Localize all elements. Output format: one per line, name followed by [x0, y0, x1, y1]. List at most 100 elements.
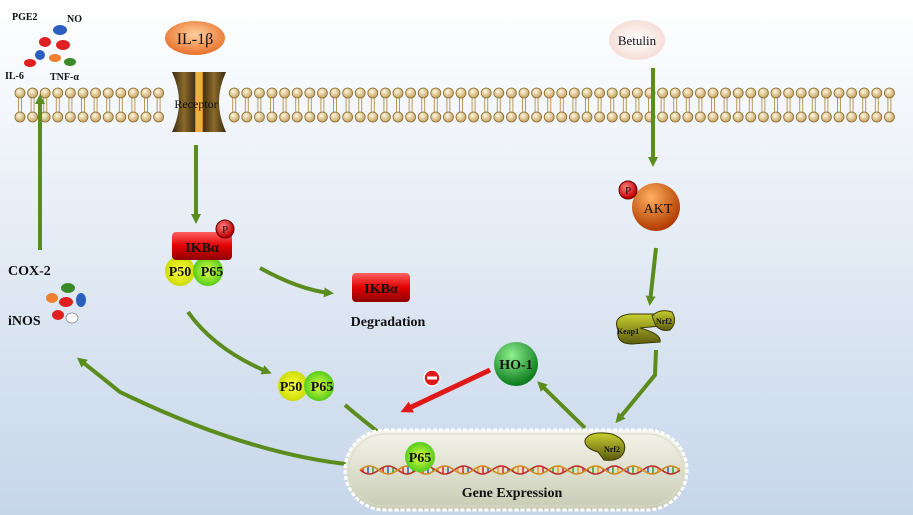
lipid [720, 111, 731, 123]
product-dot [59, 297, 73, 307]
cell-membrane [14, 87, 895, 123]
label-keap1: Keap1 [617, 327, 639, 336]
lipid [871, 111, 883, 123]
lipid [758, 111, 769, 123]
lipid [821, 111, 832, 123]
lipid [770, 111, 782, 123]
receptor: Receptor [172, 72, 226, 132]
arrow-ho1-inhibit [400, 367, 492, 413]
product-dot [46, 293, 58, 303]
arrow-complex-dimer [186, 310, 272, 375]
lipid [90, 87, 101, 99]
keap1-nrf2-complex: Keap1 Nrf2 [616, 310, 676, 345]
lipid [556, 111, 568, 123]
lipid [732, 87, 744, 99]
lipid [14, 87, 26, 99]
activation-arrows [35, 68, 658, 467]
lipid [102, 87, 114, 99]
lipid [140, 87, 152, 99]
label-free-p50: P50 [280, 380, 303, 395]
lipid [858, 87, 870, 99]
label-free-p65: P65 [311, 380, 334, 395]
arrow-ikb-degradation [259, 266, 334, 298]
label-receptor: Receptor [174, 97, 217, 111]
lipid [153, 87, 165, 99]
lipid [581, 87, 593, 99]
lipid [367, 87, 379, 99]
phospho-badge [215, 219, 235, 239]
lipid [354, 111, 366, 123]
lipid [228, 111, 240, 123]
label-il1b: IL-1β [177, 31, 214, 48]
lipid [833, 111, 845, 123]
lipid [379, 87, 391, 99]
label-p: P [222, 224, 228, 236]
lipid [39, 87, 51, 99]
lipid [52, 87, 64, 99]
lipid [392, 87, 404, 99]
ikba-degradation: IKBα Degradation [351, 273, 426, 330]
mediator-dot [35, 50, 45, 60]
mediator-dot [39, 37, 51, 47]
label-gene-expression: Gene Expression [462, 486, 563, 501]
lipid [77, 111, 89, 123]
label-nuclear-nrf2: Nrf2 [604, 445, 620, 454]
label-no: NO [67, 14, 82, 25]
p50-subunit [165, 256, 195, 286]
lipid [569, 87, 580, 99]
lipid [858, 111, 870, 123]
lipid [417, 87, 429, 99]
label-ikba: IKBα [185, 241, 219, 256]
lipid [304, 87, 316, 99]
mediator-dot [24, 59, 36, 67]
label-betulin: Betulin [618, 33, 657, 48]
label-degraded-ikba: IKBα [364, 282, 398, 297]
label-degradation: Degradation [351, 315, 426, 330]
lipid [430, 111, 442, 123]
lipid [758, 87, 769, 99]
lipid [228, 87, 240, 99]
lipid [518, 111, 530, 123]
lipid [329, 87, 341, 99]
lipid [783, 87, 794, 99]
lipid [581, 111, 593, 123]
lipid [153, 111, 165, 123]
lipid [833, 87, 845, 99]
nuclear-p65 [405, 442, 435, 472]
lipid [329, 111, 341, 123]
lipid [619, 87, 631, 99]
lipid [253, 87, 265, 99]
lipid [379, 111, 391, 123]
lipid [821, 87, 832, 99]
lipid [594, 87, 605, 99]
lipid [606, 87, 618, 99]
lipid [682, 111, 694, 123]
nucleus: P65 Nrf2 Gene Expression [343, 428, 689, 512]
lipid [669, 87, 681, 99]
lipid [745, 111, 757, 123]
mediator-dot [49, 54, 61, 62]
lipid [808, 111, 820, 123]
lipid [52, 111, 64, 123]
akt: P AKT [618, 180, 680, 231]
lipid [304, 111, 316, 123]
lipid [632, 111, 643, 123]
lipid [745, 87, 757, 99]
lipid [695, 111, 706, 123]
lipid [770, 87, 782, 99]
label-akt-p: P [625, 185, 631, 197]
lipid [518, 87, 530, 99]
arrow-nucleus-products [76, 357, 356, 467]
lipid [291, 87, 303, 99]
mediator-dot [64, 58, 76, 66]
lipid [682, 87, 694, 99]
lipid [884, 87, 895, 99]
lipid [884, 111, 895, 123]
label-cox2: COX-2 [8, 264, 51, 279]
lipid [606, 111, 618, 123]
lipid [442, 111, 454, 123]
label-il6: IL-6 [5, 71, 24, 82]
lipid [846, 87, 857, 99]
lipid [115, 87, 127, 99]
